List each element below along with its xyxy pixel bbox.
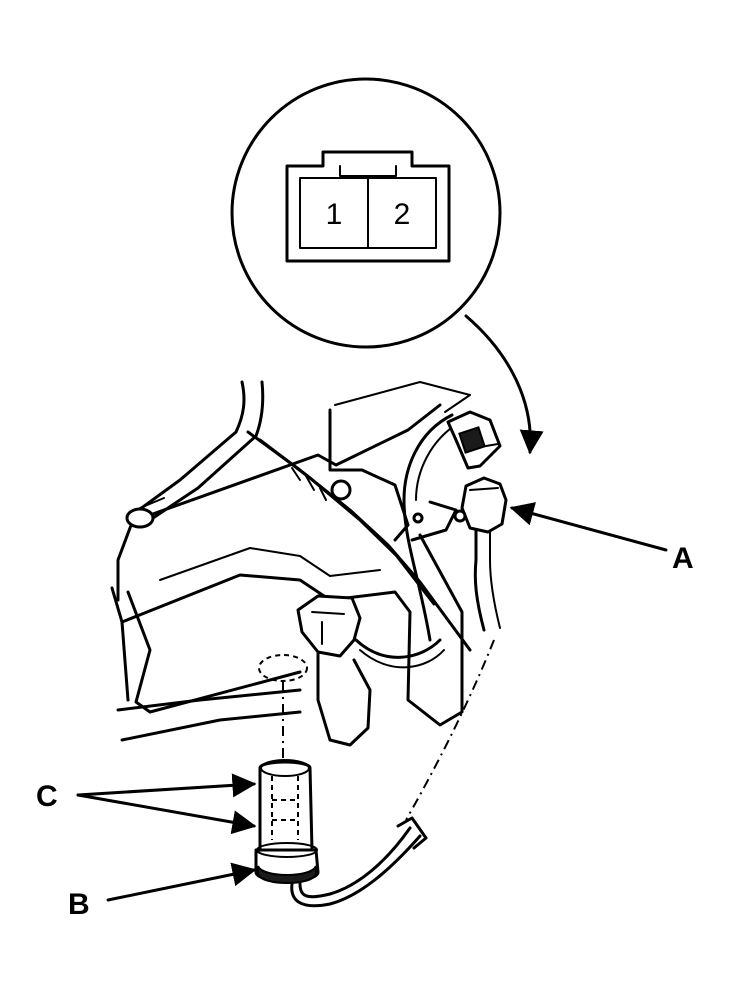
- housing-inner-contour: [159, 547, 381, 581]
- magnifier-circle: [230, 77, 502, 349]
- sensor-a-pigtail-edge: [489, 531, 501, 629]
- connector-pin-1-label: 1: [326, 198, 343, 231]
- sensor-b-base: [254, 842, 320, 884]
- sensor-b-assembly: [254, 759, 428, 908]
- harness-branch-edge: [258, 438, 436, 606]
- aspirator-opening-dashed: [258, 654, 308, 682]
- housing-left-edge: [110, 586, 130, 702]
- housing-connector-lead: [354, 638, 442, 659]
- harness-tape-wrap: [291, 467, 327, 501]
- wiring-harness: [116, 380, 472, 652]
- housing-connector: [296, 594, 445, 747]
- sensor-a-assembly: [402, 410, 508, 642]
- sensor-b-lead: [290, 834, 422, 908]
- sensor-b-internal-element: [271, 776, 299, 840]
- housing-top-flange: [334, 381, 471, 413]
- sensor-b-lead-edge: [298, 826, 412, 899]
- harness-main-trunk-edge: [148, 380, 265, 522]
- harness-clip: [125, 497, 165, 529]
- housing-assembly: [110, 381, 471, 742]
- sensor-a-lead-loop: [402, 413, 454, 642]
- callout-c-leader-lower: [76, 793, 257, 835]
- housing-mount-boss: [330, 479, 352, 501]
- housing-right-wall: [418, 533, 464, 702]
- housing-front-face: [120, 573, 464, 727]
- callout-c-leader-upper: [76, 773, 257, 798]
- harness-main-trunk: [116, 380, 246, 602]
- sensor-b-body: [258, 759, 314, 852]
- callout-b: B: [68, 862, 257, 921]
- connector-detail-magnifier: 1 2: [230, 77, 544, 455]
- connector-pin-2-cavity: [367, 177, 437, 249]
- magnifier-pointer-arrow: [464, 314, 544, 455]
- sensor-b-lead-sleeve: [396, 816, 428, 850]
- sensor-a-body: [410, 476, 508, 542]
- sensor-a-to-b-route-line: [405, 639, 495, 821]
- callout-a-label: A: [672, 542, 694, 575]
- callout-c: C: [36, 773, 257, 835]
- connector-pin-2-label: 2: [394, 198, 411, 231]
- sensor-a-pigtail: [473, 528, 486, 632]
- guide-lines: [258, 639, 495, 821]
- housing-bracket: [328, 408, 410, 542]
- housing-floor-duct: [116, 688, 302, 742]
- callout-c-label: C: [36, 780, 58, 813]
- callout-b-leader: [106, 862, 257, 902]
- housing-top-edge: [148, 403, 442, 517]
- connector-face: 1 2: [285, 150, 451, 263]
- callout-b-label: B: [68, 888, 90, 921]
- sensor-a-mount-tab: [410, 500, 458, 542]
- callout-a: A: [509, 502, 694, 575]
- callout-a-leader: [509, 502, 668, 552]
- sensor-a-harness-connector: [446, 410, 502, 470]
